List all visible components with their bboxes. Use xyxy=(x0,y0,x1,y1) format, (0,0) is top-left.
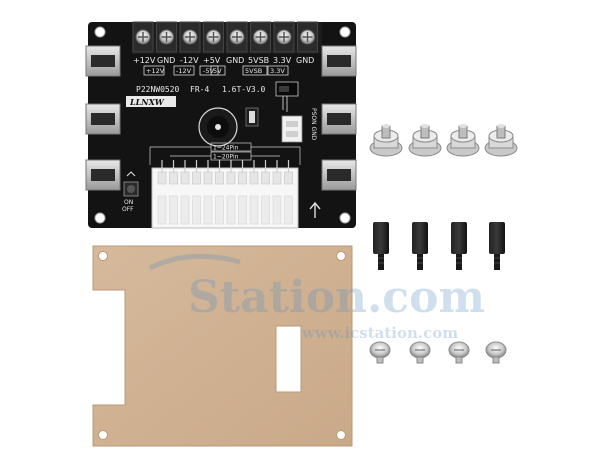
standoffs xyxy=(373,222,505,270)
terminal-label-4: +5V xyxy=(203,56,221,65)
thumb-screw-3 xyxy=(446,124,480,157)
atx-pin xyxy=(238,171,247,185)
voltage-box-2: -12V xyxy=(176,67,192,75)
small-screw-2 xyxy=(409,341,431,364)
terminal-label-8: GND xyxy=(296,56,314,65)
power-switch: ON OFF xyxy=(122,171,139,213)
usb-port-right-2 xyxy=(321,103,357,135)
usb-port-left-2 xyxy=(85,103,121,135)
usb-ports-right xyxy=(321,45,357,191)
terminal-screw-1 xyxy=(132,21,154,53)
small-screw-4 xyxy=(485,341,507,364)
board-model: P22NW0520 xyxy=(136,85,180,94)
terminal-screw-7 xyxy=(273,21,295,53)
watermark-swoosh xyxy=(148,253,241,271)
thumb-screw-2 xyxy=(408,124,442,157)
acrylic-holes xyxy=(98,251,346,440)
thumb-screw-4 xyxy=(484,124,518,157)
small-ic xyxy=(275,81,299,112)
acrylic-plate xyxy=(92,245,353,447)
switch-on-label: ON xyxy=(124,199,133,206)
voltage-box-1: +12V xyxy=(146,67,165,75)
atx-pin xyxy=(215,171,224,185)
acrylic-cutout xyxy=(275,325,302,393)
terminal-screw-3 xyxy=(179,21,201,53)
watermark-main: Station.com xyxy=(188,272,485,323)
arrow-mark xyxy=(309,201,321,218)
atx-24pin-connector xyxy=(151,160,299,229)
standoff-4 xyxy=(489,222,505,270)
terminal-label-5: GND xyxy=(226,56,244,65)
terminal-label-2: GND xyxy=(157,56,175,65)
usb-ports-left xyxy=(85,45,121,191)
terminal-label-7: 3.3V xyxy=(273,56,292,65)
standoff-3 xyxy=(451,222,467,270)
led xyxy=(245,107,259,127)
switch-off-label: OFF xyxy=(122,206,134,213)
atx-pin xyxy=(226,171,236,185)
terminal-screw-2 xyxy=(156,21,177,53)
terminal-screw-4 xyxy=(203,21,224,53)
terminal-label-1: +12V xyxy=(133,56,156,65)
board-version: 1.6T-V3.0 xyxy=(222,85,266,94)
atx-pin xyxy=(169,171,178,185)
voltage-label-boxes: +12V -12V -5V 5V 5VSB 3.3V xyxy=(143,65,289,76)
standoff-2 xyxy=(412,222,428,270)
pson-connector xyxy=(281,115,303,143)
voltage-box-4: 5V xyxy=(213,67,222,75)
atx-pin xyxy=(157,171,167,185)
atx-pin xyxy=(192,171,201,185)
pin-label-24: 1~24Pin xyxy=(213,145,239,152)
usb-port-left-3 xyxy=(85,159,121,191)
atx-pin xyxy=(261,171,270,185)
terminal-screw-5 xyxy=(226,21,248,53)
acrylic-plate-body xyxy=(92,245,353,447)
screw-terminal-block xyxy=(132,21,322,54)
terminal-label-3: -12V xyxy=(180,56,199,65)
standoff-1 xyxy=(373,222,389,270)
small-screws xyxy=(369,341,507,364)
terminal-screw-6 xyxy=(250,21,271,53)
atx-pin xyxy=(284,171,293,185)
terminal-screw-8 xyxy=(297,21,318,53)
terminal-label-6: 5VSB xyxy=(248,56,269,65)
brand-label-box xyxy=(126,96,176,107)
atx-pin xyxy=(203,171,213,185)
usb-port-right-1 xyxy=(321,45,357,77)
atx-pin xyxy=(272,171,282,185)
voltage-box-5: 5VSB xyxy=(245,67,262,75)
voltage-box-6: 3.3V xyxy=(270,67,285,75)
pson-label: PSON GND xyxy=(310,108,317,141)
small-screw-1 xyxy=(369,341,391,364)
atx-pin xyxy=(249,171,259,185)
voltage-box-3: -5V xyxy=(203,67,214,75)
small-screw-3 xyxy=(448,341,470,364)
watermark: Station.com www.icstation.com xyxy=(148,253,485,342)
brand-label: LLNXW xyxy=(129,97,165,107)
terminal-labels: +12V GND -12V +5V GND 5VSB 3.3V GND xyxy=(133,56,314,65)
thumb-screw-1 xyxy=(369,124,403,157)
usb-port-left-1 xyxy=(85,45,121,77)
pcb-board: +12V GND -12V +5V GND 5VSB 3.3V GND +12V… xyxy=(85,21,357,229)
thumb-screws xyxy=(369,124,518,157)
board-material: FR-4 xyxy=(190,85,209,94)
pin-label-20: 1~20Pin xyxy=(213,154,239,161)
buzzer xyxy=(198,107,238,147)
atx-pin xyxy=(180,171,190,185)
watermark-url: www.icstation.com xyxy=(301,324,458,342)
mounting-holes xyxy=(94,26,351,224)
usb-port-right-3 xyxy=(321,159,357,191)
